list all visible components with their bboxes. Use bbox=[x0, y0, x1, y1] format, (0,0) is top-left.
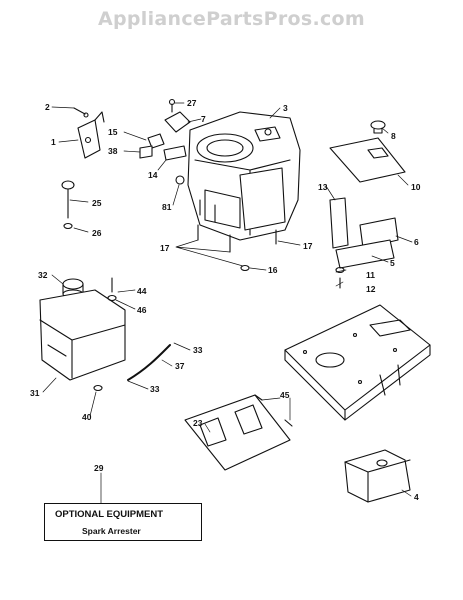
part-label-2: 2 bbox=[45, 102, 50, 112]
dipstick-part bbox=[61, 180, 75, 230]
shield-part-23 bbox=[184, 394, 291, 471]
bracket-part-6 bbox=[329, 197, 399, 289]
fuel-tank-part bbox=[39, 278, 126, 381]
part-label-8: 8 bbox=[391, 131, 396, 141]
part-label-17a: 17 bbox=[160, 243, 170, 253]
part-label-13: 13 bbox=[318, 182, 328, 192]
muffler-part bbox=[344, 449, 411, 503]
part-label-3: 3 bbox=[283, 103, 288, 113]
part-label-6: 6 bbox=[414, 237, 419, 247]
part-label-15: 15 bbox=[108, 127, 118, 137]
chassis-plate-part bbox=[284, 304, 431, 421]
part-label-32: 32 bbox=[38, 270, 48, 280]
part-label-16: 16 bbox=[268, 265, 278, 275]
part-label-23: 23 bbox=[193, 418, 203, 428]
part-label-33b: 33 bbox=[150, 384, 160, 394]
part-label-26: 26 bbox=[92, 228, 102, 238]
part-label-25: 25 bbox=[92, 198, 102, 208]
part-label-12: 12 bbox=[366, 284, 376, 294]
bracket-part-1 bbox=[73, 107, 105, 159]
part-label-14: 14 bbox=[148, 170, 158, 180]
part-label-38: 38 bbox=[108, 146, 118, 156]
part-label-10: 10 bbox=[411, 182, 421, 192]
part-label-31: 31 bbox=[30, 388, 40, 398]
watermark-text: AppliancePartsPros.com bbox=[97, 8, 365, 30]
part-label-5: 5 bbox=[390, 258, 395, 268]
bracket-part-7 bbox=[164, 98, 191, 133]
part-label-29: 29 bbox=[94, 463, 104, 473]
spark-arrester-label: Spark Arrester bbox=[82, 526, 141, 536]
part-label-37: 37 bbox=[175, 361, 185, 371]
part-label-27: 27 bbox=[187, 98, 197, 108]
optional-equipment-title: OPTIONAL EQUIPMENT bbox=[55, 509, 164, 520]
engine-part bbox=[187, 111, 301, 241]
cap-part-8 bbox=[370, 120, 386, 134]
shield-part-10 bbox=[329, 137, 406, 183]
part-label-4: 4 bbox=[414, 492, 419, 502]
part-label-7: 7 bbox=[201, 114, 206, 124]
part-label-81: 81 bbox=[162, 202, 172, 212]
part-label-40: 40 bbox=[82, 412, 92, 422]
part-label-1: 1 bbox=[51, 137, 56, 147]
optional-equipment-box: OPTIONAL EQUIPMENT Spark Arrester bbox=[44, 503, 202, 541]
part-label-17b: 17 bbox=[303, 241, 313, 251]
part-81 bbox=[175, 175, 185, 185]
part-label-11: 11 bbox=[366, 270, 375, 280]
fitting-parts bbox=[139, 133, 187, 161]
part-label-33a: 33 bbox=[193, 345, 203, 355]
part-label-44: 44 bbox=[137, 286, 147, 296]
part-label-45: 45 bbox=[280, 390, 290, 400]
part-label-46: 46 bbox=[137, 305, 147, 315]
